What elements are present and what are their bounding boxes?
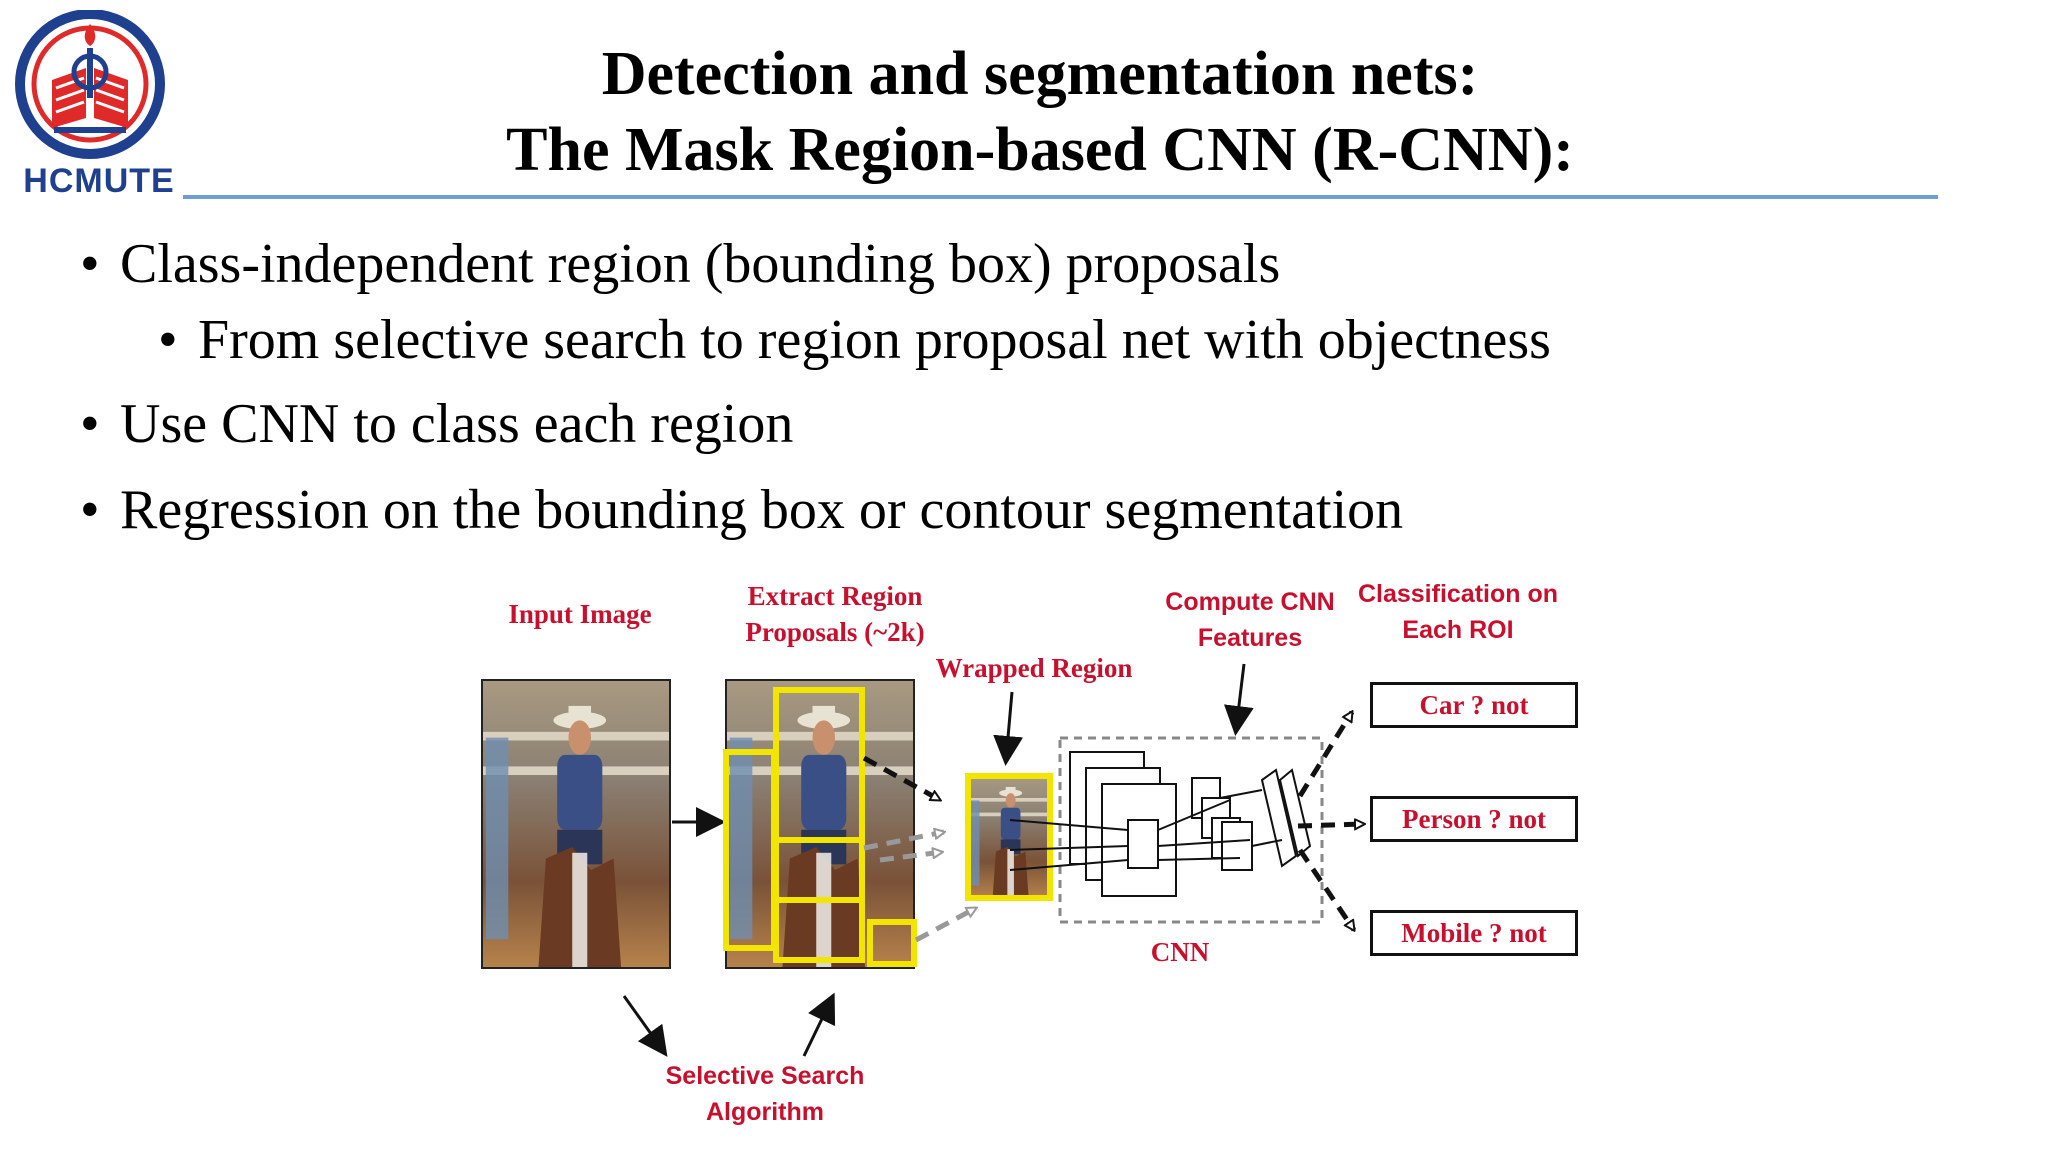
logo-text: HCMUTE <box>23 162 175 200</box>
selective-search-in-arrow <box>622 995 668 1057</box>
wrapped-region-pointer-arrow <box>993 691 1024 766</box>
compute-cnn-line-2: Features <box>1197 624 1303 652</box>
bullet-symbol: • <box>80 393 100 455</box>
bullet-symbol: • <box>80 233 100 295</box>
classification-line-2: Each ROI <box>1402 616 1514 644</box>
selective-search-label: Selective Search Algorithm <box>650 1058 880 1130</box>
bullet-item: • Regression on the bounding box or conto… <box>80 478 1403 542</box>
classification-label: Classification on Each ROI <box>1346 576 1570 648</box>
output-box-person: Person ? not <box>1370 796 1578 842</box>
proposal-arrow-4 <box>914 905 976 943</box>
selective-search-out-arrow <box>802 992 836 1057</box>
output-arrow-car <box>1297 712 1355 798</box>
input-image-label: Input Image <box>508 599 652 629</box>
cnn-container <box>1058 736 1324 924</box>
classification-line-1: Classification on <box>1357 580 1559 608</box>
hcmute-emblem-icon <box>15 9 165 159</box>
proposals-image <box>723 679 917 969</box>
cnn-connections <box>1009 789 1283 871</box>
bullet-text: Use CNN to class each region <box>120 393 794 455</box>
output-arrow-person <box>1297 824 1364 826</box>
cnn-label: CNN <box>1150 937 1210 967</box>
bullet-item: • Class-independent region (bounding box)… <box>80 232 1280 296</box>
bullet-symbol: • <box>158 309 178 371</box>
extract-region-line-1: Extract Region <box>747 581 923 611</box>
proposal-arrow-2 <box>863 832 944 851</box>
extract-region-label: Extract Region Proposals (~2k) <box>720 578 950 650</box>
cnn-layers <box>1069 751 1312 897</box>
title-line-1: Detection and segmentation nets: <box>601 40 1479 108</box>
selective-search-line-1: Selective Search <box>665 1062 865 1090</box>
output-arrow-mobile <box>1297 848 1357 930</box>
output-box-mobile: Mobile ? not <box>1370 910 1578 956</box>
compute-cnn-label: Compute CNN Features <box>1150 584 1350 656</box>
compute-cnn-line-1: Compute CNN <box>1165 588 1335 616</box>
bullet-text: From selective search to region proposal… <box>198 309 1551 371</box>
title-underline <box>183 195 1938 199</box>
sub-bullet-item: • From selective search to region proposa… <box>158 308 1551 372</box>
hcmute-logo: HCMUTE <box>14 9 174 210</box>
selective-search-line-2: Algorithm <box>705 1098 825 1126</box>
bullet-symbol: • <box>80 479 100 541</box>
output-box-car: Car ? not <box>1370 682 1578 728</box>
extract-region-line-2: Proposals (~2k) <box>745 617 925 647</box>
bullet-text: Regression on the bounding box or contou… <box>120 479 1404 541</box>
compute-features-arrow <box>1223 663 1254 736</box>
bullet-text: Class-independent region (bounding box) … <box>120 233 1281 295</box>
wrapped-region-image <box>965 773 1053 901</box>
proposal-arrow-1 <box>862 755 940 803</box>
input-image <box>481 679 671 969</box>
title-line-2: The Mask Region-based CNN (R-CNN): <box>506 116 1574 184</box>
slide-title: Detection and segmentation nets: The Mas… <box>300 36 1780 188</box>
wrapped-region-label: Wrapped Region <box>935 653 1133 683</box>
bullet-item: • Use CNN to class each region <box>80 392 793 456</box>
proposal-arrow-3 <box>879 852 942 863</box>
